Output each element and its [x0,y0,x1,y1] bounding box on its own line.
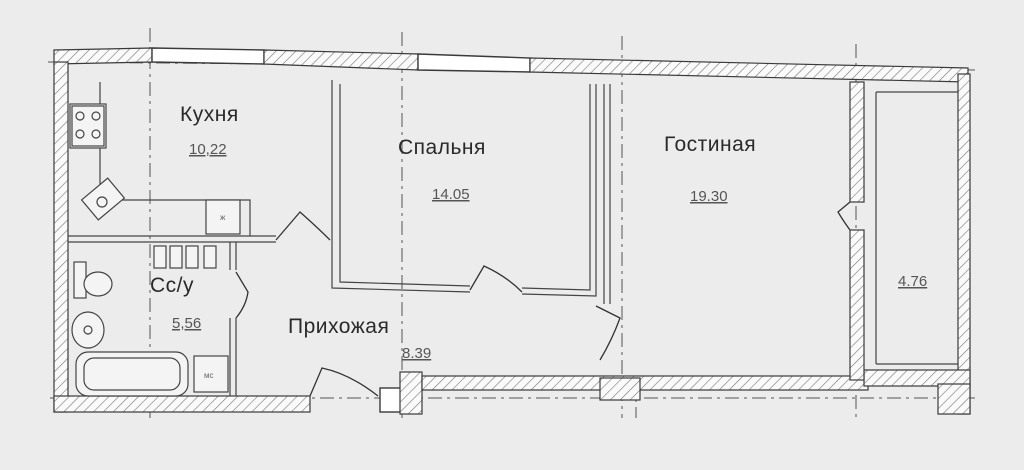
washbasin-icon [71,311,105,349]
radiator-icon [153,245,217,269]
room-area-hallway: 8.39 [402,345,431,362]
stove-mark: ж [220,213,226,222]
toilet-icon [73,261,113,299]
room-area-balcony: 4.76 [898,273,927,290]
exterior-walls [53,47,971,415]
interior-walls [68,80,611,396]
stove-icon [71,105,105,147]
bathtub-icon [75,351,189,397]
washing-machine-icon: мс [193,355,229,393]
room-name-living-room: Гостиная [664,133,756,156]
room-area-bathroom: 5,56 [172,315,201,332]
room-area-bedroom: 14.05 [432,186,470,203]
room-name-hallway: Прихожая [288,315,389,338]
door-swings [235,201,851,397]
room-area-kitchen: 10,22 [189,141,227,158]
room-name-bathroom: Сс/у [150,274,194,297]
bathroom-fixtures: мс [71,245,229,397]
kitchen-fixtures: ж [71,105,226,222]
room-name-bedroom: Спальня [398,136,486,159]
sink-icon [80,177,126,221]
room-area-living-room: 19.30 [690,188,728,205]
room-name-kitchen: Кухня [180,103,239,126]
washer-mark: мс [204,371,214,380]
room-labels: Кухня 10,22 Спальня 14.05 Гостиная 19.30… [150,103,927,362]
